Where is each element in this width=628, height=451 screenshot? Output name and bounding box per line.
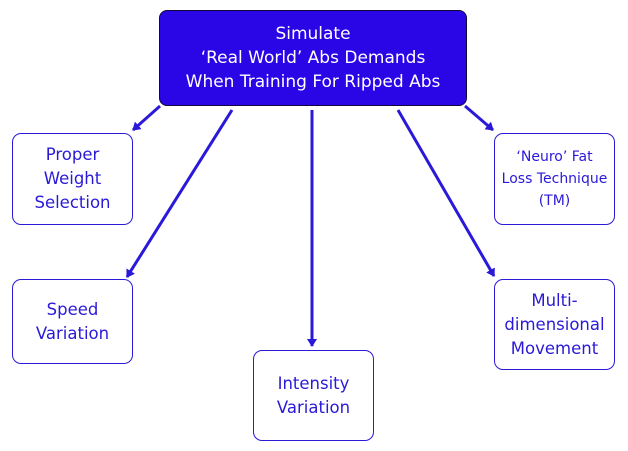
node-label-line: ‘Neuro’ Fat xyxy=(516,149,593,165)
root-line-1: Simulate xyxy=(275,24,351,44)
arrow-to-proper-weight-selection xyxy=(132,104,161,132)
root-node: Simulate ‘Real World’ Abs Demands When T… xyxy=(159,10,467,106)
root-line-2: ‘Real World’ Abs Demands xyxy=(200,48,426,68)
node-label-line: Multi- xyxy=(531,290,578,310)
node-speed-variation: Speed Variation xyxy=(12,279,133,364)
node-neuro-fat-loss-technique: ‘Neuro’ Fat Loss Technique (TM) xyxy=(494,133,615,225)
arrow-to-multi-dimensional-movement xyxy=(396,109,496,277)
node-label-line: Loss Technique xyxy=(501,171,608,187)
node-intensity-variation: Intensity Variation xyxy=(253,350,374,441)
node-label-line: Weight xyxy=(43,169,102,188)
node-label-line: (TM) xyxy=(538,193,571,209)
node-label-line: Variation xyxy=(276,397,351,417)
node-proper-weight-selection: Proper Weight Selection xyxy=(12,133,133,225)
node-label-line: Proper xyxy=(45,145,100,164)
node-label-line: Intensity xyxy=(277,373,350,393)
node-label-line: Variation xyxy=(35,323,110,343)
arrow-to-neuro-fat-loss-technique xyxy=(464,104,494,132)
node-label-line: dimensional xyxy=(504,314,605,334)
node-label-line: Selection xyxy=(34,193,111,212)
node-multi-dimensional-movement: Multi- dimensional Movement xyxy=(494,279,615,370)
arrow-to-speed-variation xyxy=(125,109,234,278)
node-label-line: Movement xyxy=(510,338,599,358)
node-label-line: Speed xyxy=(46,299,99,319)
root-line-3: When Training For Ripped Abs xyxy=(185,72,441,92)
